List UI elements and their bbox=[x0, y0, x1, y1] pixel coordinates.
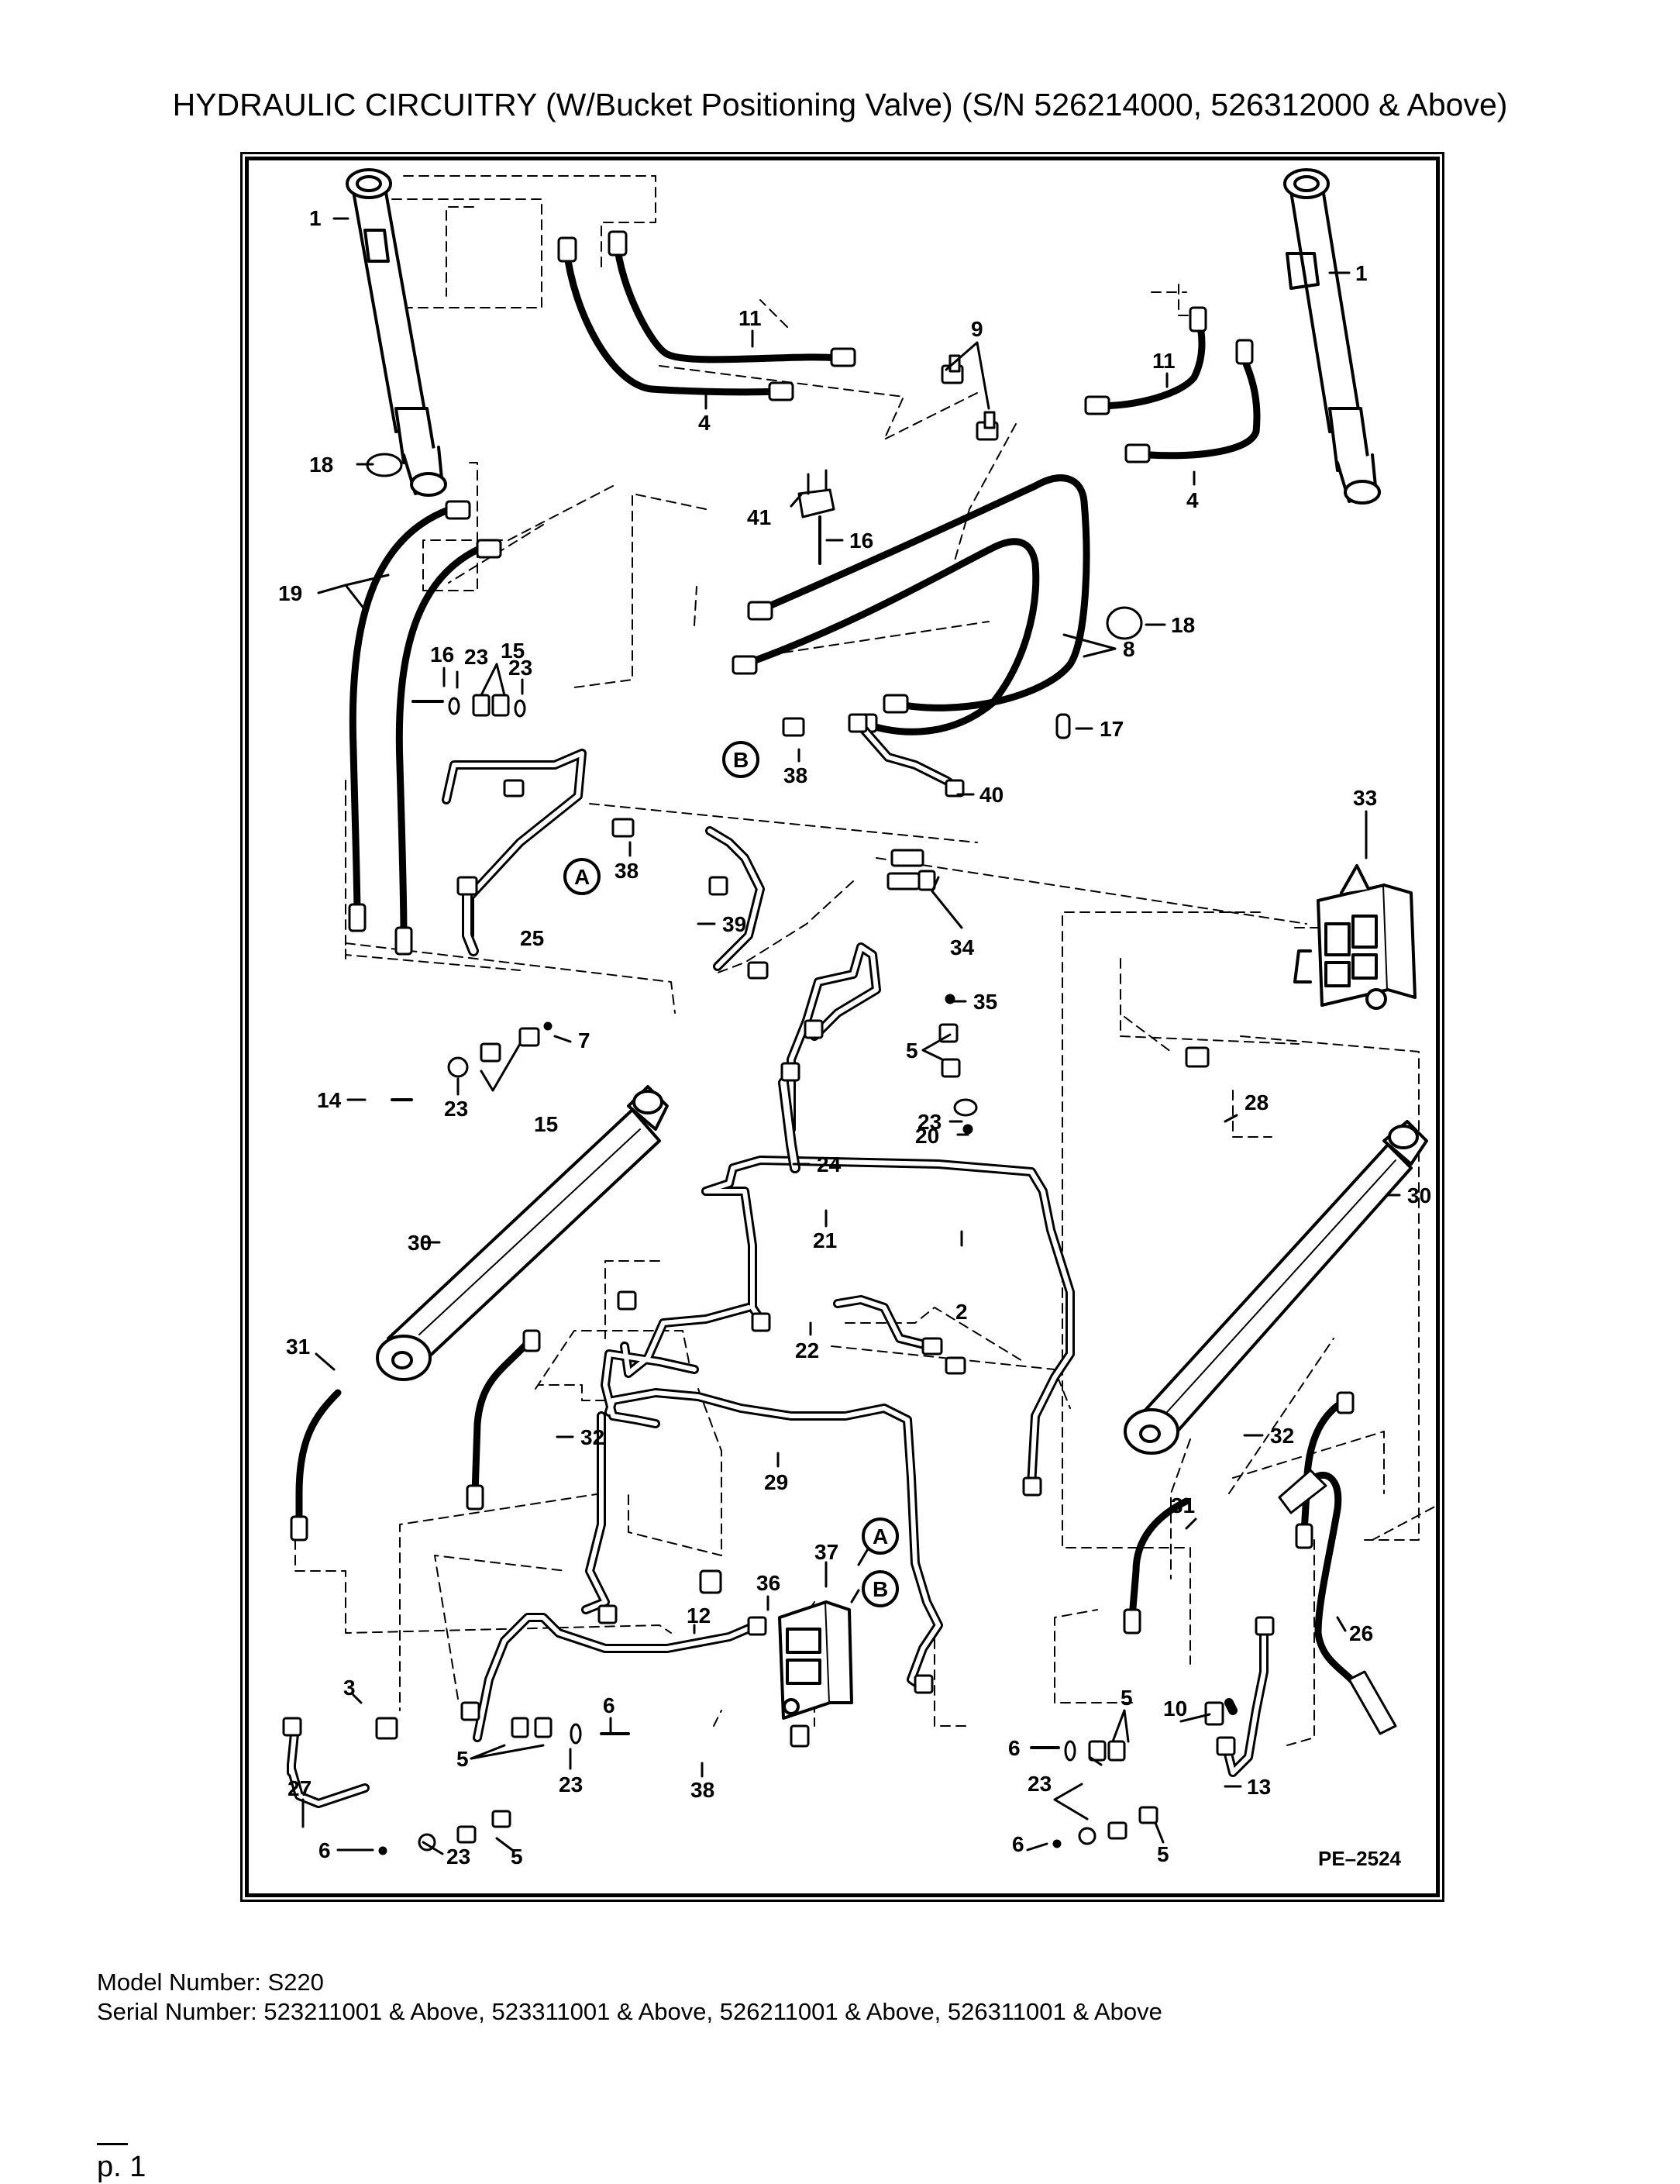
callout-10: 10 bbox=[1163, 1697, 1187, 1721]
callout-11: 11 bbox=[738, 306, 762, 330]
callout-31: 31 bbox=[1171, 1493, 1195, 1517]
callout-6: 6 bbox=[603, 1693, 615, 1717]
callout-37: 37 bbox=[814, 1540, 838, 1564]
elbow-fittings bbox=[375, 717, 1224, 1748]
callout-2: 2 bbox=[955, 1300, 968, 1324]
callout-28: 28 bbox=[1245, 1090, 1269, 1114]
callout-15: 15 bbox=[501, 639, 525, 663]
callout-34: 34 bbox=[950, 935, 975, 959]
callout-20: 20 bbox=[915, 1124, 939, 1148]
callout-6: 6 bbox=[1008, 1736, 1021, 1760]
callout-22: 22 bbox=[795, 1338, 819, 1362]
callout-38: 38 bbox=[615, 859, 639, 883]
callout-6: 6 bbox=[318, 1838, 331, 1862]
tilt-cylinder-left bbox=[376, 1085, 669, 1381]
callout-12: 12 bbox=[687, 1604, 711, 1628]
tee-fittings bbox=[941, 354, 999, 441]
callout-labels: 1 1 11 11 9 4 4 18 18 41 16 19 8 16 23 1… bbox=[278, 206, 1431, 1870]
callout-23: 23 bbox=[917, 1110, 942, 1134]
callout-40: 40 bbox=[979, 783, 1004, 807]
callout-30: 30 bbox=[408, 1231, 432, 1255]
callout-3: 3 bbox=[343, 1676, 356, 1700]
control-valve bbox=[1293, 864, 1417, 1010]
callout-39: 39 bbox=[722, 912, 746, 936]
callout-A: A bbox=[574, 865, 590, 889]
callout-11: 11 bbox=[1152, 349, 1176, 373]
callout-14: 14 bbox=[317, 1088, 342, 1112]
leader-lines bbox=[301, 217, 1401, 1855]
lift-cylinder-left bbox=[346, 168, 447, 497]
callout-33: 33 bbox=[1353, 786, 1377, 810]
page-title: HYDRAULIC CIRCUITRY (W/Bucket Positionin… bbox=[172, 87, 1508, 122]
callout-18: 18 bbox=[1171, 613, 1195, 637]
callout-5: 5 bbox=[511, 1845, 523, 1869]
callout-15: 15 bbox=[534, 1112, 558, 1136]
callout-9: 9 bbox=[971, 317, 983, 341]
callout-13: 13 bbox=[1247, 1775, 1271, 1799]
callout-23: 23 bbox=[444, 1097, 468, 1121]
tilt-cylinder-right bbox=[1124, 1120, 1428, 1455]
serial-number: Serial Number: 523211001 & Above, 523311… bbox=[97, 1998, 1162, 2025]
callout-16: 16 bbox=[430, 642, 454, 667]
callout-5: 5 bbox=[1121, 1686, 1133, 1710]
tube-nuts bbox=[282, 713, 1275, 1756]
callout-1: 1 bbox=[1355, 261, 1368, 285]
steel-tubes bbox=[287, 722, 1269, 1808]
callout-25: 25 bbox=[520, 926, 544, 950]
callout-29: 29 bbox=[764, 1470, 788, 1494]
callout-23: 23 bbox=[508, 656, 532, 680]
callout-24: 24 bbox=[817, 1152, 842, 1176]
callout-21: 21 bbox=[813, 1228, 837, 1252]
callout-6: 6 bbox=[1012, 1832, 1024, 1856]
callout-32: 32 bbox=[580, 1425, 604, 1449]
callout-38: 38 bbox=[783, 763, 807, 787]
callout-38: 38 bbox=[690, 1778, 714, 1802]
callout-4: 4 bbox=[698, 411, 711, 435]
callout-16: 16 bbox=[849, 529, 873, 553]
callout-B: B bbox=[873, 1577, 888, 1601]
model-number: Model Number: S220 bbox=[97, 1969, 324, 1996]
callout-5: 5 bbox=[456, 1747, 469, 1771]
callout-5: 5 bbox=[906, 1039, 918, 1063]
callout-19: 19 bbox=[278, 581, 302, 605]
callout-26: 26 bbox=[1349, 1621, 1373, 1645]
callout-B: B bbox=[733, 748, 749, 772]
callout-7: 7 bbox=[578, 1028, 590, 1052]
page-divider bbox=[97, 2143, 128, 2145]
callout-35: 35 bbox=[973, 990, 997, 1014]
callout-23: 23 bbox=[559, 1772, 583, 1796]
connection-lines bbox=[294, 175, 1436, 1746]
callout-23: 23 bbox=[446, 1845, 470, 1869]
callout-23: 23 bbox=[1028, 1772, 1052, 1796]
diagram-frame: 1 1 11 11 9 4 4 18 18 41 16 19 8 16 23 1… bbox=[245, 157, 1440, 1897]
hydraulic-diagram: 1 1 11 11 9 4 4 18 18 41 16 19 8 16 23 1… bbox=[278, 168, 1436, 1870]
hoses bbox=[295, 238, 1361, 1691]
page-number: p. 1 bbox=[97, 2151, 146, 2183]
hose-fittings bbox=[290, 230, 1355, 1635]
callout-A: A bbox=[873, 1524, 888, 1548]
callout-30: 30 bbox=[1407, 1183, 1431, 1207]
connection-markers bbox=[563, 741, 899, 1607]
callout-8: 8 bbox=[1123, 637, 1135, 661]
callout-32: 32 bbox=[1270, 1424, 1294, 1448]
callout-31: 31 bbox=[286, 1335, 310, 1359]
callout-17: 17 bbox=[1100, 717, 1124, 741]
callout-18: 18 bbox=[309, 453, 333, 477]
callout-1: 1 bbox=[309, 206, 322, 230]
callout-27: 27 bbox=[287, 1776, 312, 1800]
callout-41: 41 bbox=[747, 505, 771, 529]
callout-23: 23 bbox=[464, 645, 488, 669]
lift-cylinder-right bbox=[1283, 168, 1381, 505]
bucket-positioning-valve bbox=[778, 1600, 853, 1720]
callout-36: 36 bbox=[756, 1571, 780, 1595]
callout-5: 5 bbox=[1157, 1842, 1169, 1866]
drawing-code: PE–2524 bbox=[1318, 1847, 1402, 1870]
callout-4: 4 bbox=[1186, 488, 1199, 512]
